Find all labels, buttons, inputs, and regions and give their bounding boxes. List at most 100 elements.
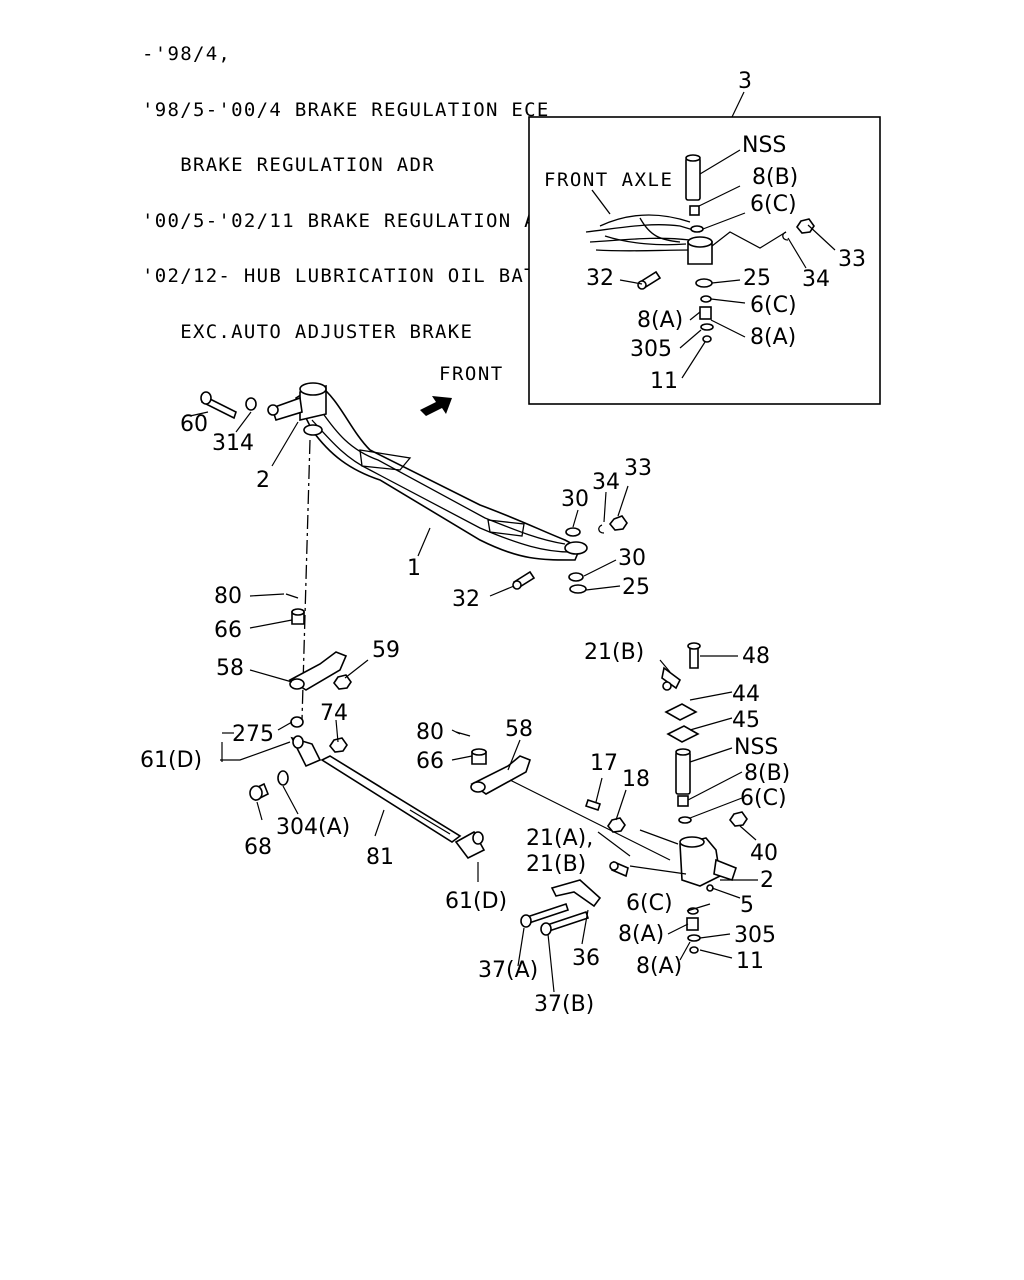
label-6c: 6(C) bbox=[750, 293, 797, 318]
snap-ring-11 bbox=[702, 335, 712, 343]
label-32: 32 bbox=[452, 587, 480, 612]
label-314: 314 bbox=[212, 431, 254, 456]
label-18: 18 bbox=[622, 767, 650, 792]
label-21b: 21(B) bbox=[584, 640, 644, 665]
washer-34-main bbox=[598, 524, 605, 534]
header-line: -'98/4, bbox=[142, 43, 232, 65]
bolt-32-main bbox=[512, 570, 536, 590]
label-61d: 61(D) bbox=[140, 748, 202, 773]
label-30: 30 bbox=[618, 546, 646, 571]
nut-59 bbox=[333, 674, 352, 690]
front-label: FRONT bbox=[439, 363, 504, 385]
label-36: 36 bbox=[572, 946, 600, 971]
label-66: 66 bbox=[214, 618, 242, 643]
label-8b: 8(B) bbox=[752, 165, 798, 190]
kingpin-nss-right bbox=[675, 748, 691, 795]
label-8a: 8(A) bbox=[750, 325, 796, 350]
header-line: '00/5-'02/11 BRAKE REGULATION ADR bbox=[142, 209, 563, 232]
castle-nut-66-mid bbox=[471, 748, 487, 765]
label-11: 11 bbox=[650, 369, 678, 394]
bolt-48 bbox=[687, 642, 701, 669]
washer-30-top bbox=[565, 527, 581, 537]
washer-314 bbox=[245, 397, 257, 411]
label-81: 81 bbox=[366, 845, 394, 870]
label-68: 68 bbox=[244, 835, 272, 860]
tie-rod-end-61d-left bbox=[290, 735, 322, 768]
label-2: 2 bbox=[760, 868, 774, 893]
label-32: 32 bbox=[586, 266, 614, 291]
nut-33-main bbox=[608, 515, 628, 531]
seal-305 bbox=[700, 323, 714, 331]
header-line: '98/5-'00/4 BRAKE REGULATION ECE bbox=[142, 98, 550, 121]
nut-74 bbox=[329, 737, 348, 753]
label-40: 40 bbox=[750, 841, 778, 866]
label-59: 59 bbox=[372, 638, 400, 663]
shim-6c-top bbox=[690, 225, 704, 233]
label-33: 33 bbox=[624, 456, 652, 481]
cover-44 bbox=[664, 703, 698, 721]
nut-40 bbox=[729, 811, 748, 827]
arm-link-line bbox=[509, 779, 671, 861]
bearing-25 bbox=[569, 584, 587, 594]
label-45: 45 bbox=[732, 708, 760, 733]
bushing-8a bbox=[699, 306, 712, 320]
bushing-8a-right bbox=[686, 917, 699, 931]
front-direction-arrow: FRONT bbox=[420, 363, 504, 416]
set-screw-17 bbox=[584, 798, 602, 812]
label-30: 30 bbox=[561, 487, 589, 512]
nut-33 bbox=[796, 218, 815, 234]
label-74: 74 bbox=[320, 701, 348, 726]
label-80: 80 bbox=[416, 720, 444, 745]
label-66: 66 bbox=[416, 749, 444, 774]
inset-panel: 3 FRONT AXLE bbox=[528, 69, 881, 405]
grease-nipple-21b-top bbox=[661, 666, 682, 691]
lock-bolt-32 bbox=[637, 270, 662, 290]
label-1: 1 bbox=[407, 556, 421, 581]
label-37a: 37(A) bbox=[478, 958, 538, 983]
label-11: 11 bbox=[736, 949, 764, 974]
label-21b: 21(B) bbox=[526, 852, 586, 877]
label-275: 275 bbox=[232, 722, 274, 747]
header-notes: -'98/4, '98/5-'00/4 BRAKE REGULATION ECE… bbox=[142, 8, 562, 360]
shim-6c-bottom bbox=[700, 295, 712, 303]
bushing-8b-right bbox=[677, 795, 689, 807]
shim-6c-right-top bbox=[678, 816, 692, 824]
label-25: 25 bbox=[622, 575, 650, 600]
tie-rod-81 bbox=[320, 755, 462, 843]
bolt-37b bbox=[540, 910, 590, 936]
label-nss: NSS bbox=[734, 735, 778, 760]
header-line: EXC.AUTO ADJUSTER BRAKE bbox=[142, 320, 474, 343]
label-17: 17 bbox=[590, 751, 618, 776]
label-305: 305 bbox=[630, 337, 672, 362]
bracket-36 bbox=[550, 879, 602, 908]
label-21a: 21(A), bbox=[526, 826, 593, 851]
nut-18 bbox=[607, 817, 626, 833]
label-6c: 6(C) bbox=[740, 786, 787, 811]
kingpin-nss bbox=[685, 154, 701, 201]
label-6c: 6(C) bbox=[626, 891, 673, 916]
label-2: 2 bbox=[256, 468, 270, 493]
header-line: '02/12- HUB LUBRICATION OIL BATH bbox=[142, 265, 550, 287]
bolt-37a bbox=[520, 902, 570, 928]
leader-lines bbox=[189, 411, 758, 993]
label-305: 305 bbox=[734, 923, 776, 948]
thrust-bearing-25 bbox=[695, 278, 713, 288]
label-33: 33 bbox=[838, 247, 866, 272]
bolt-68 bbox=[249, 782, 270, 802]
knuckle-arm-58-left bbox=[288, 651, 348, 691]
grease-nipple-21-bottom bbox=[609, 860, 629, 878]
front-axle-label: FRONT AXLE bbox=[544, 169, 673, 191]
label-48: 48 bbox=[742, 644, 770, 669]
label-304a: 304(A) bbox=[276, 815, 350, 840]
bushing-8b bbox=[689, 205, 700, 216]
label-58: 58 bbox=[505, 717, 533, 742]
label-61d: 61(D) bbox=[445, 889, 507, 914]
knuckle-boss bbox=[687, 236, 713, 265]
header-line: BRAKE REGULATION ADR bbox=[142, 154, 435, 176]
washer-30-bottom bbox=[568, 572, 584, 582]
cotter-pin-80-left bbox=[285, 593, 299, 599]
label-34: 34 bbox=[802, 267, 830, 292]
label-8a: 8(A) bbox=[637, 308, 683, 333]
label-34: 34 bbox=[592, 470, 620, 495]
